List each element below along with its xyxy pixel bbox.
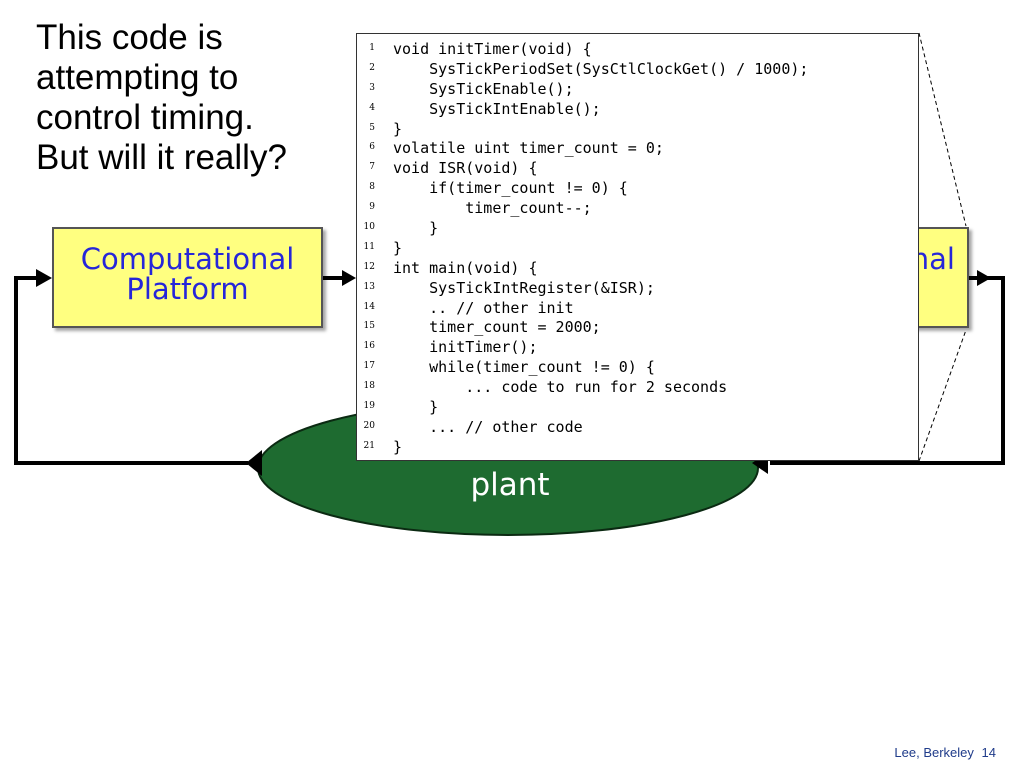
code-comment-text: .. // other init [393,298,574,317]
question-line: This code is [36,18,223,57]
arrowhead-from-right-box [977,270,991,286]
question-line: attempting to [36,58,239,97]
code-text: timer_count = 2000; [393,318,601,337]
footer-author: Lee, Berkeley [894,745,974,760]
zoom-guide-top [918,32,967,227]
code-listing: 1 void initTimer(void) { 2 SysTickPeriodS… [356,33,919,461]
line-number: 20 [363,420,375,431]
slide-question: This code is attempting to control timin… [36,18,336,178]
slide-footer: Lee, Berkeley 14 [890,745,996,760]
line-number: 9 [369,202,375,213]
line-number: 7 [369,162,375,173]
page-number: 14 [981,745,996,760]
computational-platform-box: Computational Platform [52,227,323,328]
code-comment-text: ... // other code [393,417,583,436]
arrowhead-platform-output [342,270,356,286]
code-text: } [393,238,403,257]
code-line: 21} [357,437,918,457]
arrowhead-into-plant-left [246,450,262,476]
code-line: 8 if(timer_count != 0) { [357,178,918,198]
code-text: timer_count--; [393,199,592,218]
line-number: 4 [369,102,375,113]
line-number: 6 [369,142,375,153]
code-line: 1 void initTimer(void) { [357,39,918,59]
line-number: 5 [369,122,375,133]
code-text: } [393,437,403,456]
code-line: 15 timer_count = 2000; [357,317,918,337]
code-line: 17 while(timer_count != 0) { [357,357,918,377]
line-number: 17 [363,361,375,372]
feedback-line-left [14,276,248,465]
code-line: 11} [357,238,918,258]
line-number: 15 [363,321,375,332]
line-number: 19 [363,401,375,412]
question-line: control timing. [36,98,254,137]
plant-label: plant [470,467,550,503]
code-line: 7 void ISR(void) { [357,158,918,178]
code-text: SysTickPeriodSet(SysCtlClockGet() / 1000… [393,59,809,78]
line-number: 3 [369,82,375,93]
line-number: 1 [369,43,375,53]
code-text: } [393,119,403,138]
code-line: 4 SysTickIntEnable(); [357,99,918,119]
code-text: int main(void) { [393,258,538,277]
code-text: } [393,219,439,238]
line-number: 12 [363,261,375,272]
zoom-guide-bottom [918,329,967,462]
code-line: 16 initTimer(); [357,337,918,357]
line-number: 2 [369,62,375,73]
question-line: But will it really? [36,138,287,177]
code-line: 3 SysTickEnable(); [357,79,918,99]
line-number: 10 [363,222,375,233]
code-line: 19 } [357,397,918,417]
code-text: SysTickIntEnable(); [393,99,601,118]
code-text: SysTickEnable(); [393,79,574,98]
code-line: 20 ... // other code [357,417,918,437]
code-line: 18 ... code to run for 2 seconds [357,377,918,397]
code-text: void initTimer(void) { [393,40,592,58]
line-number: 11 [363,241,375,252]
code-text: void ISR(void) { [393,159,538,178]
code-text: while(timer_count != 0) { [393,358,655,377]
code-text: if(timer_count != 0) { [393,179,628,198]
line-number: 8 [369,182,375,193]
line-number: 21 [363,440,375,451]
code-line: 6 volatile uint timer_count = 0; [357,138,918,158]
code-text: SysTickIntRegister(&ISR); [393,278,655,297]
line-number: 18 [363,381,375,392]
code-text: ... code to run for 2 seconds [393,378,728,397]
code-line: 14 .. // other init [357,298,918,318]
line-number: 14 [363,301,375,312]
box-label-line: Computational [80,242,295,276]
code-line: 5} [357,119,918,139]
code-line: 13 SysTickIntRegister(&ISR); [357,278,918,298]
line-number: 13 [363,281,375,292]
code-line: 10 } [357,218,918,238]
code-text: initTimer(); [393,338,538,357]
arrowhead-into-platform [36,269,52,287]
code-text: volatile uint timer_count = 0; [393,139,664,158]
code-line: 12 int main(void) { [357,258,918,278]
code-text: } [393,398,439,417]
code-line: 2 SysTickPeriodSet(SysCtlClockGet() / 10… [357,59,918,79]
line-number: 16 [363,341,375,352]
code-line: 9 timer_count--; [357,198,918,218]
box-label-line: Platform [126,272,249,306]
